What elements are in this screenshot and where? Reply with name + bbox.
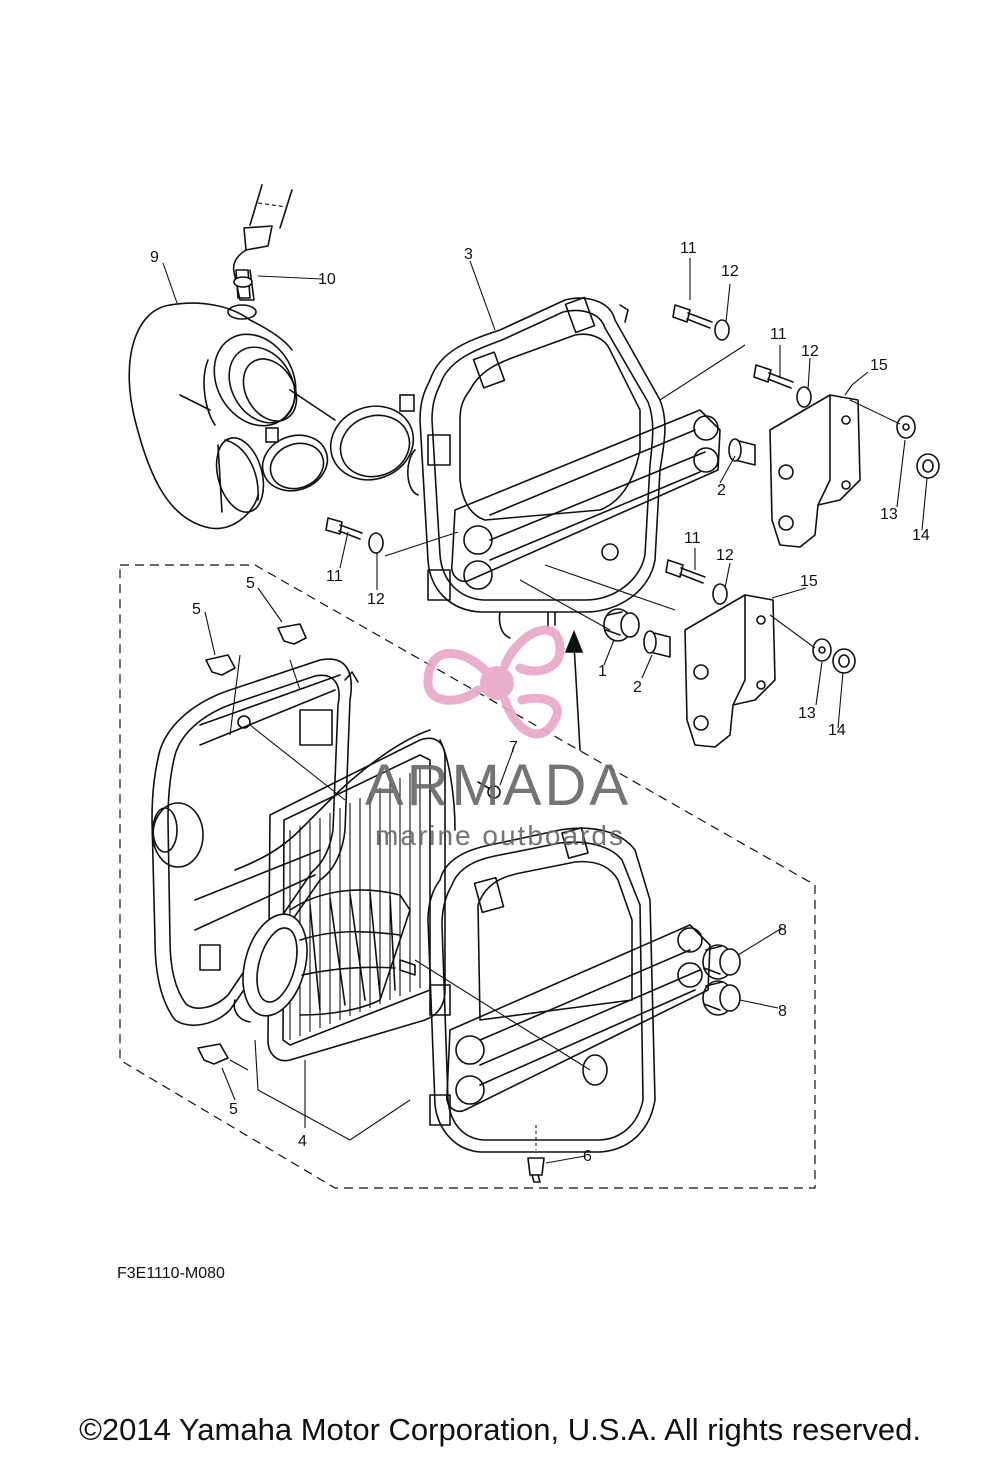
callout-12-c: 12: [367, 591, 385, 608]
hose-fitting-part-10: [233, 269, 253, 299]
bolt-part-11-d: [665, 559, 706, 584]
air-box-front-cover: [399, 827, 711, 1153]
bracket-part-15-lower: [684, 594, 776, 748]
callout-3: 3: [464, 246, 473, 263]
bolt-part-11-b: [753, 364, 794, 389]
watermark-brand: ARMADA: [365, 753, 631, 818]
washer-part-12-b: [796, 386, 812, 408]
hose-clamp-large: [329, 394, 415, 481]
washer-part-12-d: [712, 583, 728, 605]
assembly-arrow-head: [564, 629, 584, 653]
nut-part-14-lower: [832, 648, 856, 674]
callout-5-c: 5: [229, 1101, 238, 1118]
grommet-part-8-lower: [702, 980, 741, 1016]
screw-part-7: [477, 781, 501, 799]
watermark: ARMADA marine outboards: [365, 625, 631, 851]
collar-part-2-lower: [643, 630, 671, 658]
washer-part-13-lower-hole: [818, 646, 826, 654]
copyright-notice: ©2014 Yamaha Motor Corporation, U.S.A. A…: [79, 1412, 921, 1447]
callout-15-b: 15: [800, 573, 818, 590]
callout-5-a: 5: [246, 575, 255, 592]
callout-9: 9: [150, 249, 159, 266]
assembly-boundary-dashed: [119, 564, 816, 1189]
callout-14-b: 14: [828, 722, 846, 739]
collar-part-2-upper: [728, 438, 756, 466]
washer-part-13-lower: [812, 638, 832, 662]
callout-5-b: 5: [192, 601, 201, 618]
intake-duct-part-9: [128, 184, 336, 530]
clip-part-5-c: [197, 1043, 229, 1065]
bolt-part-11-c: [325, 517, 363, 540]
callout-13-b: 13: [798, 705, 816, 722]
intake-funnel: [242, 889, 411, 1017]
drain-plug-part-6: [527, 1125, 545, 1183]
hose-clamp-small: [261, 427, 329, 492]
callout-7: 7: [509, 739, 518, 756]
bracket-part-15-upper: [769, 394, 861, 548]
washer-part-12-a: [714, 319, 730, 341]
assembly-arrow: [573, 644, 581, 751]
assembly-guide-lines: [229, 344, 746, 1141]
clip-part-5-a: [205, 654, 236, 676]
callout-8-b: 8: [778, 1003, 787, 1020]
callout-11-d: 11: [684, 530, 701, 547]
leader-lines: [162, 258, 928, 1164]
diagram-code: F3E1110-M080: [117, 1265, 225, 1282]
washer-part-13-upper: [896, 415, 916, 439]
callout-15-a: 15: [870, 357, 888, 374]
callout-12-b: 12: [801, 343, 819, 360]
callout-11-b: 11: [770, 326, 787, 343]
washer-part-12-c: [368, 532, 384, 554]
callout-10: 10: [318, 271, 336, 288]
callout-2-b: 2: [633, 679, 642, 696]
callout-2-a: 2: [717, 482, 726, 499]
callout-6: 6: [583, 1148, 592, 1165]
watermark-tagline: marine outboards: [375, 820, 625, 851]
grommet-part-1: [603, 608, 640, 642]
washer-part-13-upper-hole: [902, 423, 910, 431]
grommet-part-8-upper: [702, 944, 741, 980]
callout-11-a: 11: [680, 240, 697, 257]
callout-14-a: 14: [912, 527, 930, 544]
propeller-logo-icon: [423, 625, 565, 739]
callout-11-c: 11: [326, 568, 343, 585]
clip-part-5-b: [277, 623, 307, 645]
callout-4: 4: [298, 1133, 307, 1150]
nut-part-14-upper: [916, 453, 940, 479]
bolt-part-11-a: [672, 304, 713, 329]
callout-12-d: 12: [716, 547, 734, 564]
callout-12-a: 12: [721, 263, 739, 280]
callout-8-a: 8: [778, 922, 787, 939]
air-box-assembly-part-3: [407, 296, 721, 639]
callout-1: 1: [598, 663, 607, 680]
callout-13-a: 13: [880, 506, 898, 523]
